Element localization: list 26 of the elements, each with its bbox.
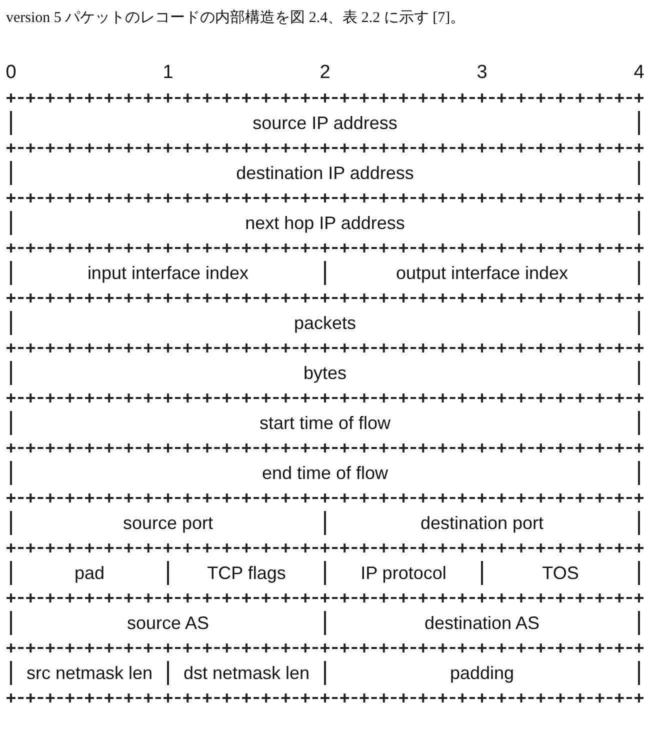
record-field: source AS	[10, 611, 324, 635]
record-field: bytes	[10, 361, 640, 385]
record-field: start time of flow	[10, 411, 640, 435]
bit-offset-label: 1	[162, 62, 174, 84]
bit-offset-label: 3	[476, 62, 488, 84]
record-field: TCP flags	[167, 561, 324, 585]
record-field: destination IP address	[10, 161, 640, 185]
record-field: input interface index	[10, 261, 324, 285]
record-field: destination port	[324, 511, 640, 535]
record-field: end time of flow	[10, 461, 640, 485]
record-field: pad	[10, 561, 167, 585]
record-field: padding	[324, 661, 640, 685]
record-field: source IP address	[10, 111, 640, 135]
record-field: destination AS	[324, 611, 640, 635]
record-field: TOS	[481, 561, 640, 585]
record-field: IP protocol	[324, 561, 481, 585]
record-field: output interface index	[324, 261, 640, 285]
record-field: source port	[10, 511, 324, 535]
record-field: src netmask len	[10, 661, 167, 685]
bit-offset-label: 4	[634, 62, 644, 84]
record-field: packets	[10, 311, 640, 335]
record-field: dst netmask len	[167, 661, 324, 685]
intro-sentence: version 5 パケットのレコードの内部構造を図 2.4、表 2.2 に示す [7]。	[6, 8, 466, 27]
bit-offset-label: 0	[6, 62, 16, 84]
bit-offset-label: 2	[320, 62, 330, 84]
record-field: next hop IP address	[10, 211, 640, 235]
